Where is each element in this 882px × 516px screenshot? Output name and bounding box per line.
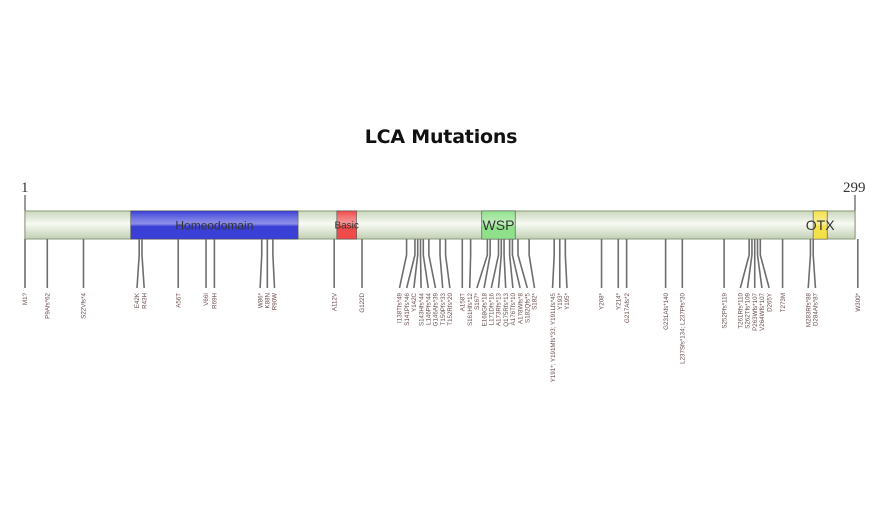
- mutation-line: [528, 239, 536, 289]
- mutation-line: [422, 239, 430, 289]
- mutation-line: [259, 239, 263, 289]
- mutation-line: [759, 239, 770, 289]
- mutation-label: S161Hfs*12: [467, 292, 474, 326]
- mutation-line: [136, 239, 140, 289]
- mutation-label: P263Wfs*107: [752, 292, 759, 330]
- mutation-label: A173Rfs*13: [496, 292, 503, 326]
- mutation-label: S182*: [532, 292, 539, 309]
- mutation-line: [497, 239, 503, 289]
- mutation-label: V66I: [203, 293, 210, 306]
- mutation-label: G146Afs*39: [433, 292, 440, 326]
- domain-shine: [481, 211, 516, 239]
- mutation-label: S182Qfs*5: [524, 292, 531, 322]
- mutation-line: [551, 239, 555, 289]
- mutation-label: W300*: [855, 292, 862, 311]
- mutation-label: Y142C: [411, 292, 418, 311]
- mutation-label: A176Tfs*10: [510, 292, 517, 325]
- mutation-label: S141Pfs*46: [404, 292, 411, 325]
- mutation-label: E168Gfs*18: [481, 292, 488, 326]
- mutation-label: S262Tfs*109: [745, 292, 752, 328]
- mutation-label: R69H: [212, 293, 219, 309]
- mutation-line: [564, 239, 568, 289]
- mutation-label: G231Afs*140: [663, 292, 670, 329]
- mutation-label: Y191*; Y191Mfs*33; Y191Lfs*45: [550, 292, 557, 382]
- mutation-label: S252Pfs*119: [721, 292, 728, 328]
- mutation-label: Q175Rfs*13: [503, 292, 510, 326]
- mutation-label: T273M: [780, 293, 787, 312]
- mutation-label: T152Rfs*20: [447, 292, 454, 325]
- mutation-label: L171Dfs*16: [489, 292, 496, 325]
- mutation-label: I138Tfs*49: [397, 292, 404, 322]
- mutation-label: S167*: [474, 292, 481, 309]
- domain-label: Homeodomain: [175, 218, 253, 232]
- mutation-line: [483, 239, 491, 289]
- diagram-title: LCA Mutations: [364, 126, 518, 148]
- mutation-label: G122D: [359, 292, 366, 312]
- mutation-line: [807, 239, 812, 289]
- mutation-label: Y193*: [557, 292, 564, 309]
- domain-label: OTX: [806, 217, 835, 233]
- mutation-label: A158T: [459, 293, 466, 311]
- mutation-label: P9Afs*62: [44, 292, 51, 318]
- mutation-label: L146Pfs*44: [425, 292, 432, 325]
- mutation-label: K88N: [265, 293, 272, 308]
- mutation-line: [141, 239, 145, 289]
- mutation-line: [405, 239, 416, 289]
- end-position-label: 299: [843, 180, 866, 196]
- mutation-line: [428, 239, 437, 289]
- mutation-line: [468, 239, 472, 289]
- mutation-label: D284Afs*87: [813, 292, 820, 326]
- mutation-label: E42K: [134, 292, 141, 308]
- mutation-label: Y195*: [564, 292, 571, 309]
- mutation-line: [444, 239, 451, 289]
- mutation-label: A178Wfs*8: [517, 292, 524, 324]
- mutation-line: [746, 239, 753, 289]
- mutation-line: [419, 239, 422, 289]
- mutation-label: R90W: [272, 293, 279, 310]
- mutation-line: [439, 239, 444, 289]
- mutation-line: [756, 239, 763, 289]
- mutation-label: R43H: [141, 293, 148, 309]
- mutation-line: [517, 239, 529, 289]
- mutation-label: A56T: [175, 293, 182, 308]
- mutation-label: L237Sfs*134; L237Pfs*30: [680, 292, 687, 363]
- mutation-label: V264Wfs*107: [759, 292, 766, 330]
- mutation-line: [508, 239, 514, 289]
- mutation-line: [503, 239, 507, 289]
- mutation-label: T150Pfs*33: [440, 292, 447, 325]
- mutation-line: [413, 239, 419, 289]
- mutation-label: D265Y: [766, 293, 773, 312]
- mutation-line: [476, 239, 489, 289]
- mutation-line: [511, 239, 521, 289]
- start-position-label: 1: [21, 180, 29, 196]
- mutation-label: W86*: [257, 292, 264, 308]
- domain-shine: [130, 211, 298, 239]
- mutation-label: M1?: [22, 292, 29, 305]
- mutation-line: [490, 239, 500, 289]
- mutation-label: Y208*: [599, 292, 606, 309]
- domain-label: Basic: [334, 221, 358, 232]
- domain-shine: [813, 211, 828, 239]
- domain-shine: [336, 211, 357, 239]
- mutation-label: S143Hfs*44: [418, 292, 425, 326]
- mutation-label: M283Rfs*88: [805, 292, 812, 327]
- mutation-label: T261Rfs*110: [738, 292, 745, 328]
- mutation-line: [398, 239, 408, 289]
- mutation-line: [812, 239, 817, 289]
- mutation-line: [739, 239, 750, 289]
- mutation-label: A112V: [331, 292, 338, 311]
- mutation-line: [272, 239, 276, 289]
- mutation-label: S22Vfs*4: [81, 292, 88, 318]
- mutation-label: G217Afs*2: [624, 292, 631, 322]
- domain-label: WSP: [483, 217, 515, 233]
- mutation-label: Y214*: [615, 292, 622, 309]
